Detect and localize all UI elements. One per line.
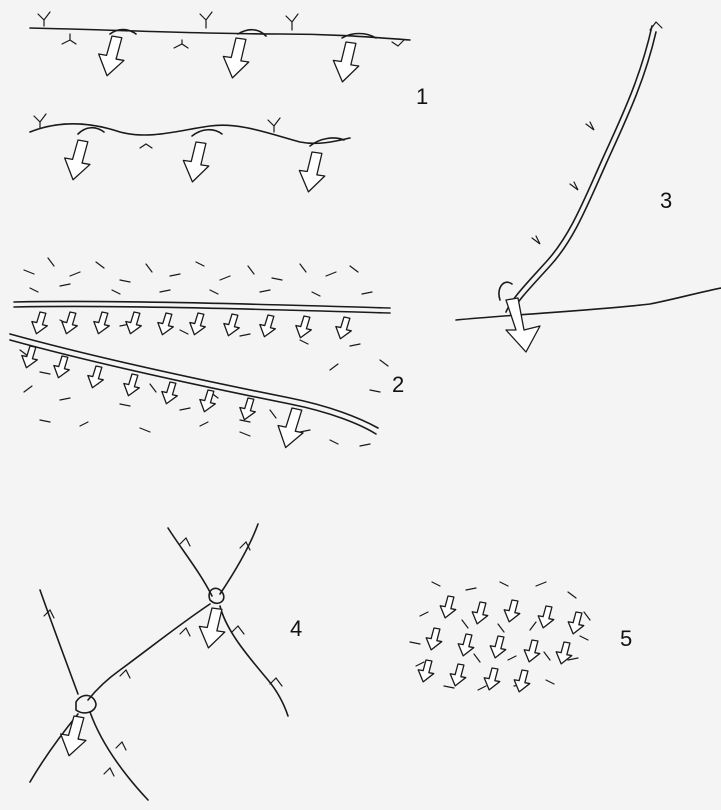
panel-3-label: 3 (660, 188, 672, 213)
panel-2-hatching (20, 258, 388, 446)
panel-3-stem (506, 26, 652, 312)
panel-4-branch-a (168, 528, 212, 596)
panel-1-ticks-bottom (34, 114, 280, 148)
panel-3-arrow (506, 298, 540, 352)
panel-4-branch-b (40, 590, 78, 694)
panel-2-arrows-top (30, 311, 354, 341)
panel-4-label: 4 (290, 616, 302, 641)
panel-5-diagram: 5 (410, 582, 632, 693)
panel-3-diagram: 3 (456, 22, 721, 352)
panel-4-node-lower (76, 695, 96, 712)
panel-4-arrow-lower (57, 714, 90, 758)
panel-4-diagram: 4 (30, 524, 302, 800)
panel-1-arrows-top (95, 34, 362, 84)
panel-3-ticks (532, 22, 662, 244)
panel-4-arrow-upper (197, 607, 228, 650)
panel-2-arrows-bottom (20, 345, 308, 451)
panel-1-diagram: 1 (30, 12, 428, 194)
panel-5-arrows (416, 595, 586, 693)
panel-3-ground-line (456, 288, 721, 320)
panel-2-diagram: 2 (10, 258, 404, 450)
panel-2-label: 2 (392, 372, 404, 397)
panel-1-label: 1 (416, 84, 428, 109)
panel-1-arrows-bottom (61, 138, 328, 194)
panel-2-line-bottom (10, 334, 378, 428)
panel-5-label: 5 (620, 626, 632, 651)
